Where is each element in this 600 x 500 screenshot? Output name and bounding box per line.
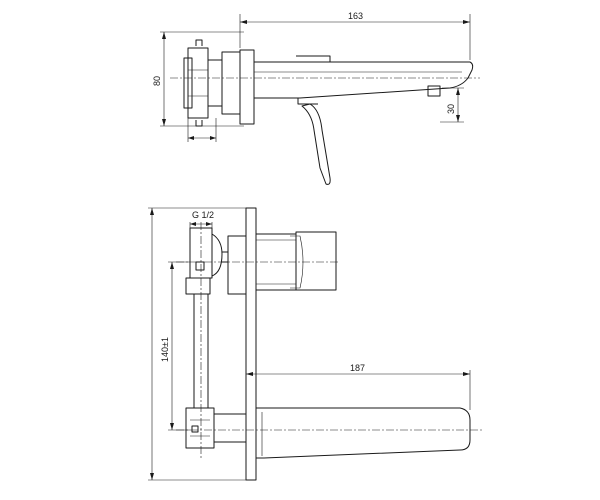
vertical-pipe: [193, 294, 209, 408]
wall-plate-front: [245, 207, 257, 481]
dim-80: 80: [152, 31, 244, 127]
bottom-elbow: [185, 407, 247, 449]
top-view: 163 80 30: [152, 11, 480, 185]
valve-body-top: [183, 39, 241, 127]
front-view: G 1/2 187 140±1: [148, 207, 482, 481]
aerator-top: [427, 85, 441, 97]
dim-valve-width: [187, 118, 217, 142]
dim-30: 30: [440, 87, 464, 123]
dim-163: 163: [239, 11, 471, 60]
dim-g-half: G 1/2: [189, 210, 214, 232]
dim-80-label: 80: [152, 76, 162, 86]
dim-overall-height: [148, 207, 246, 481]
dim-187: 187: [246, 363, 471, 410]
dim-140-label: 140±1: [160, 337, 170, 362]
valve-block-front: [185, 227, 228, 295]
dim-187-label: 187: [350, 363, 365, 373]
dim-140: 140±1: [160, 261, 190, 431]
spout-front: [255, 407, 471, 459]
lever-top: [301, 103, 331, 185]
wall-plate-top: [239, 49, 255, 125]
mixer-body-front: [227, 231, 337, 295]
dim-163-label: 163: [348, 11, 363, 21]
dim-30-label: 30: [446, 104, 456, 114]
dim-g-half-label: G 1/2: [192, 210, 214, 220]
